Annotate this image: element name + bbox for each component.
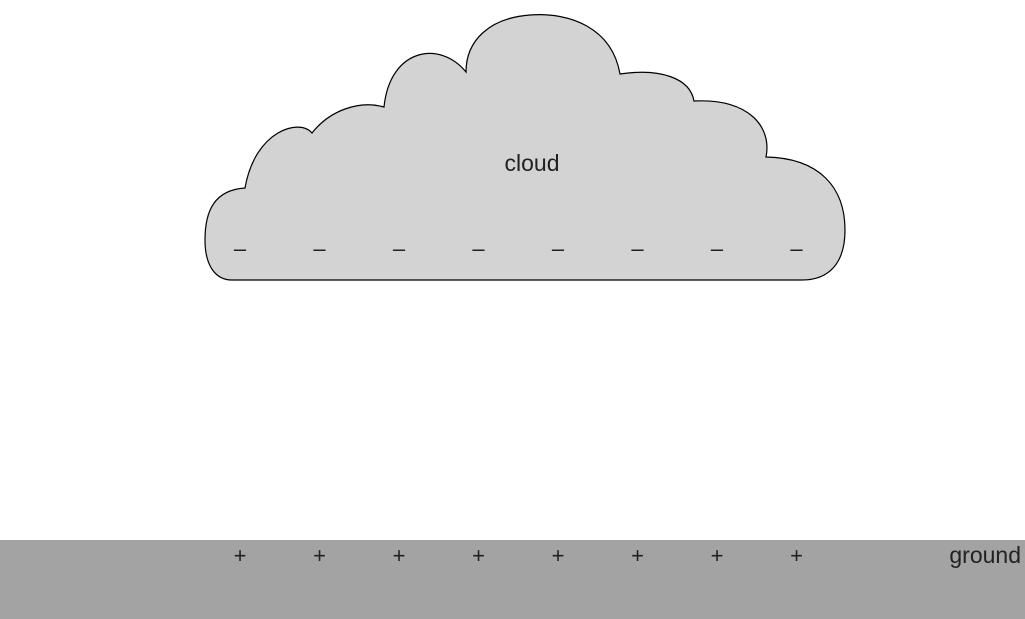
- positive-charge: +: [552, 543, 565, 568]
- positive-charge: +: [790, 543, 803, 568]
- ground-band: [0, 540, 1025, 619]
- negative-charge: –: [313, 236, 326, 261]
- cloud-charge-group: ––––––––: [234, 236, 804, 261]
- ground-charge-group: + + + + + + + +: [234, 543, 803, 568]
- negative-charge: –: [711, 236, 724, 261]
- negative-charge: –: [472, 236, 485, 261]
- negative-charge: –: [631, 236, 644, 261]
- ground-label: ground: [949, 542, 1021, 568]
- positive-charge: +: [393, 543, 406, 568]
- negative-charge: –: [790, 236, 803, 261]
- positive-charge: +: [313, 543, 326, 568]
- positive-charge: +: [711, 543, 724, 568]
- cloud-label: cloud: [505, 150, 560, 176]
- positive-charge: +: [631, 543, 644, 568]
- negative-charge: –: [393, 236, 406, 261]
- cloud-shape: [204, 14, 846, 281]
- negative-charge: –: [234, 236, 247, 261]
- negative-charge: –: [552, 236, 565, 261]
- positive-charge: +: [234, 543, 247, 568]
- positive-charge: +: [472, 543, 485, 568]
